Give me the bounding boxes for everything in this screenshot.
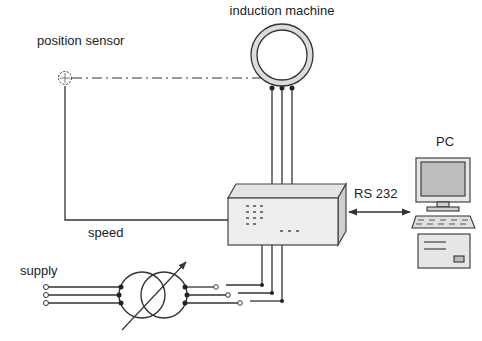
supply-label: supply <box>18 263 60 279</box>
machine-ring: induction machine <box>251 24 313 86</box>
shaft-link <box>72 77 261 78</box>
controller-leds <box>246 205 299 232</box>
interface-label: RS 232 <box>352 186 399 202</box>
node-title: induction machine <box>230 3 335 19</box>
machine-ring-outline <box>251 24 313 86</box>
node-title: PC <box>436 134 454 150</box>
transformer-dots <box>117 285 190 306</box>
pc-computer-outline <box>412 156 476 270</box>
pc-computer: PC <box>412 156 476 270</box>
controller-box <box>228 184 346 245</box>
rs232-link <box>349 211 410 212</box>
switch-contacts <box>260 283 284 303</box>
adjust-arrow <box>122 262 186 330</box>
speed-wire <box>65 86 228 220</box>
position-sensor: position sensor <box>58 71 72 85</box>
variable-transformer <box>119 272 187 318</box>
position-sensor-outline <box>58 71 72 85</box>
node-title: position sensor <box>37 33 124 49</box>
signal-label: speed <box>86 225 125 241</box>
machine-wires <box>272 86 292 188</box>
